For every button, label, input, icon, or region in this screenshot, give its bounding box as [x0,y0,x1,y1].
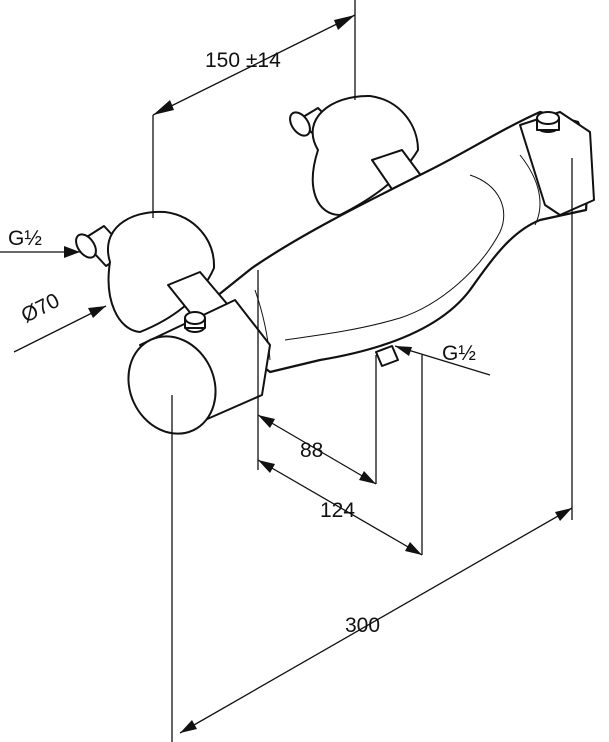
front-inlet [75,210,229,333]
dim-88-label: 88 [300,439,324,462]
dim-diameter [13,305,107,353]
thermostat-knob [127,299,271,435]
dim-124 [257,355,423,556]
dim-outlet-label: G½ [442,342,476,365]
dim-300 [171,158,573,742]
dim-g-outlet [394,345,491,376]
dim-124-label: 124 [320,499,356,522]
right-cap [519,111,595,216]
dim-inlet-label: G½ [8,227,42,250]
outlet [375,345,399,367]
dim-spacing-label: 150 ±14 [205,49,281,72]
dim-300-label: 300 [345,614,381,637]
dim-150 [152,0,356,218]
dim-88 [257,270,377,485]
dim-g-left [0,246,80,258]
